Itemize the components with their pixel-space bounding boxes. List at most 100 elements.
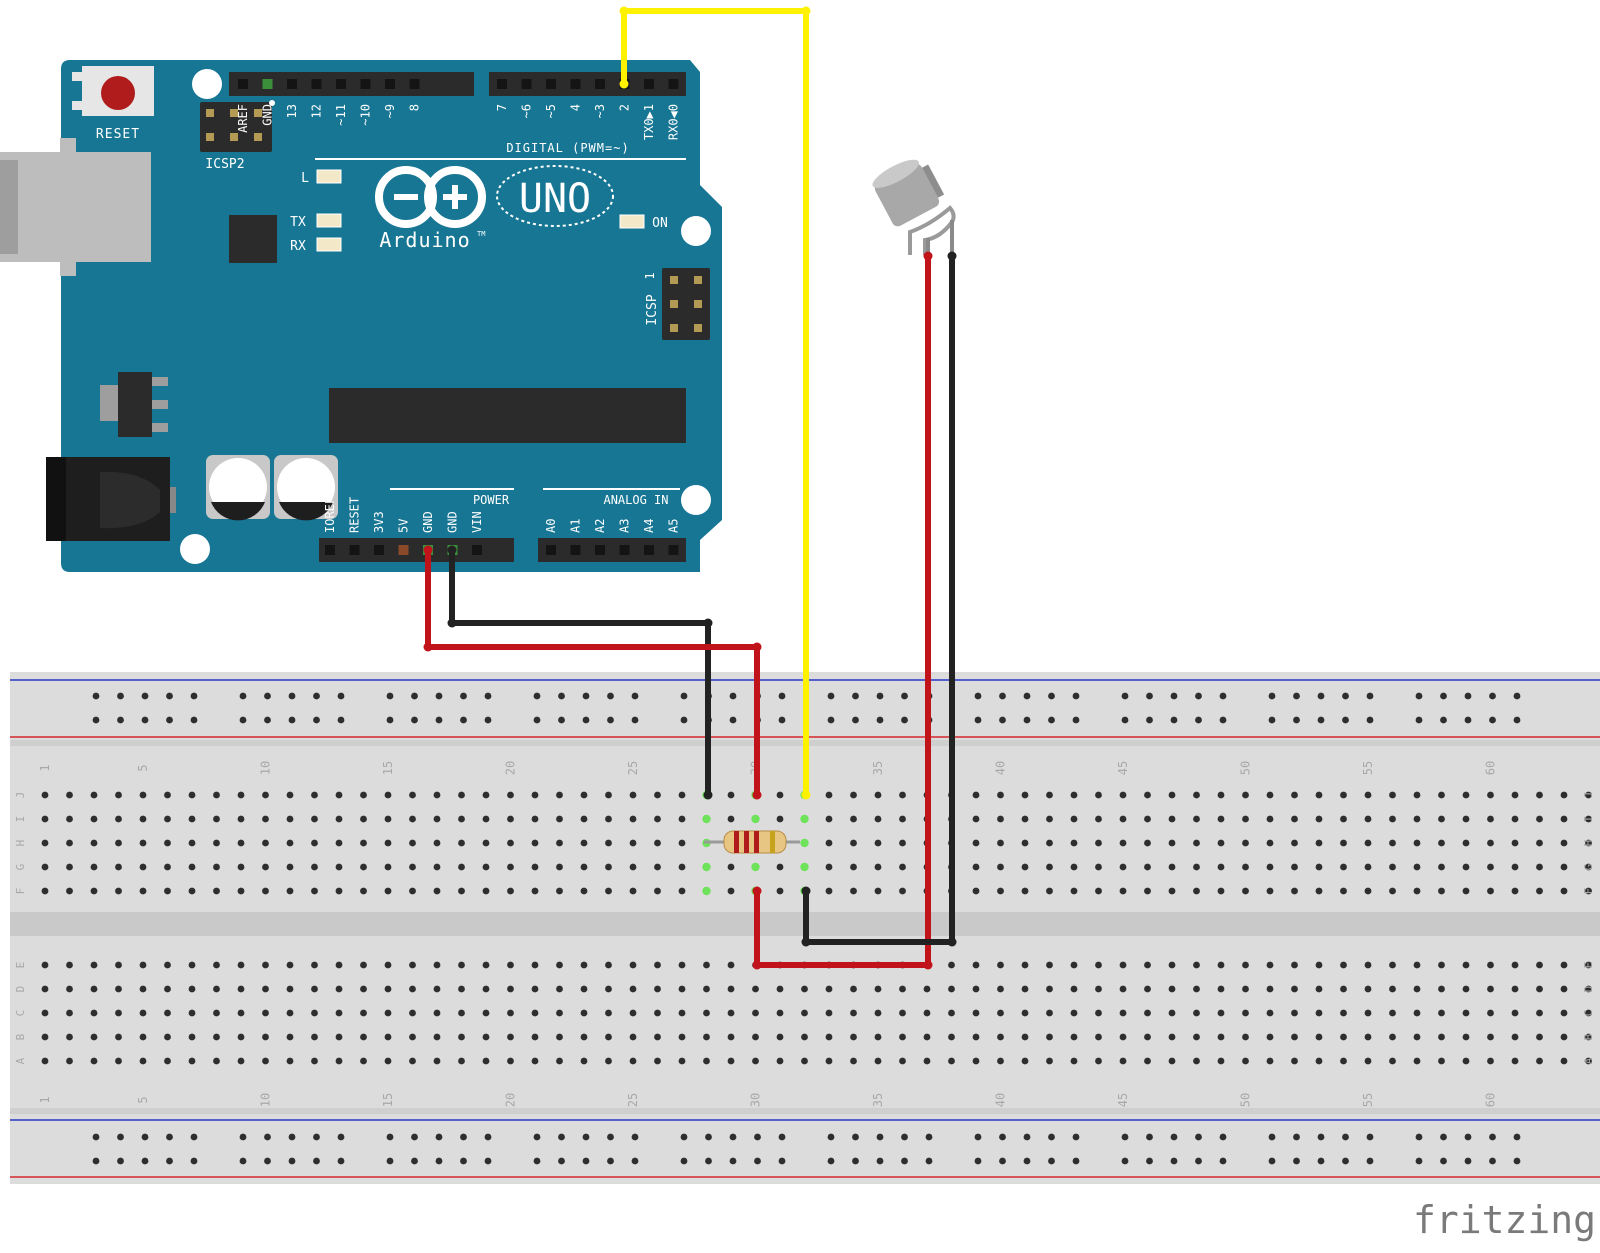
breadboard-hole bbox=[629, 1057, 637, 1065]
breadboard-hole bbox=[1070, 1057, 1078, 1065]
breadboard-hole bbox=[556, 791, 563, 799]
resistor-band bbox=[754, 831, 759, 853]
breadboard-hole bbox=[776, 1057, 784, 1065]
breadboard-hole bbox=[1119, 1009, 1127, 1017]
rail-hole bbox=[1415, 1133, 1423, 1141]
breadboard-hole bbox=[1217, 839, 1225, 847]
breadboard-hole bbox=[923, 985, 931, 993]
header-pin bbox=[238, 79, 248, 89]
rail-hole bbox=[337, 1157, 345, 1165]
breadboard-hole bbox=[1462, 839, 1470, 847]
breadboard-hole bbox=[1462, 1009, 1470, 1017]
breadboard-hole bbox=[1070, 961, 1078, 969]
breadboard-hole bbox=[531, 815, 539, 823]
rail-hole bbox=[1072, 692, 1080, 700]
breadboard-hole bbox=[1119, 839, 1127, 847]
breadboard-hole bbox=[1266, 815, 1274, 823]
rail-hole bbox=[1366, 692, 1374, 700]
breadboard-hole bbox=[1315, 839, 1323, 847]
rail-hole bbox=[754, 1133, 761, 1141]
rail-hole bbox=[1489, 716, 1496, 724]
breadboard-hole bbox=[629, 1033, 637, 1041]
breadboard-hole bbox=[629, 961, 637, 969]
breadboard-hole bbox=[605, 887, 612, 895]
breadboard-hole bbox=[115, 961, 122, 969]
icsp-label: ICSP bbox=[645, 294, 660, 325]
breadboard-hole bbox=[1560, 1057, 1568, 1065]
breadboard-hole bbox=[66, 1057, 73, 1065]
rail-hole bbox=[999, 716, 1006, 724]
breadboard-hole bbox=[1364, 839, 1372, 847]
breadboard-hole bbox=[262, 1057, 269, 1065]
breadboard-hole bbox=[1217, 887, 1225, 895]
breadboard-hole bbox=[997, 863, 1004, 871]
breadboard-hole bbox=[1511, 1033, 1519, 1041]
breadboard-hole bbox=[1585, 863, 1592, 871]
breadboard-hole bbox=[1389, 815, 1396, 823]
breadboard-hole bbox=[188, 887, 196, 895]
analog-section-label: ANALOG IN bbox=[603, 493, 668, 507]
breadboard-hole bbox=[286, 839, 294, 847]
breadboard-hole bbox=[1046, 815, 1053, 823]
breadboard-hole bbox=[164, 1009, 171, 1017]
breadboard-hole bbox=[801, 1033, 808, 1041]
column-number-label: 10 bbox=[259, 1093, 273, 1107]
breadboard-hole bbox=[899, 887, 906, 895]
column-number-label: 5 bbox=[136, 764, 150, 771]
rail-hole bbox=[1170, 1157, 1178, 1165]
breadboard-hole bbox=[825, 839, 833, 847]
breadboard-hole bbox=[531, 961, 539, 969]
breadboard-hole bbox=[188, 791, 196, 799]
rail-hole bbox=[460, 1133, 467, 1141]
breadboard-hole bbox=[1340, 791, 1347, 799]
breadboard-hole bbox=[1168, 791, 1176, 799]
breadboard-hole bbox=[727, 961, 735, 969]
breadboard-hole bbox=[776, 863, 784, 871]
wire-red-5v bbox=[425, 550, 760, 795]
rail-hole bbox=[288, 716, 296, 724]
rail-hole bbox=[435, 692, 443, 700]
breadboard-hole bbox=[703, 985, 710, 993]
breadboard-rail-holes bbox=[92, 692, 1521, 1165]
breadboard-hole bbox=[1291, 887, 1298, 895]
breadboard-hole bbox=[1095, 839, 1102, 847]
breadboard-hole bbox=[1095, 985, 1102, 993]
rail-hole bbox=[92, 1157, 100, 1165]
breadboard-hole bbox=[1119, 863, 1127, 871]
breadboard-hole bbox=[360, 961, 367, 969]
icsp2-pin bbox=[230, 109, 238, 117]
fritzing-watermark: fritzing bbox=[1413, 1198, 1596, 1242]
breadboard-hole bbox=[1021, 1033, 1029, 1041]
header-pin bbox=[336, 79, 346, 89]
breadboard-hole bbox=[1389, 1057, 1396, 1065]
rail-hole bbox=[533, 716, 541, 724]
breadboard-hole bbox=[1070, 791, 1078, 799]
breadboard-hole bbox=[1144, 961, 1151, 969]
rail-hole bbox=[852, 1157, 859, 1165]
pin-label: ~5 bbox=[544, 104, 558, 118]
rail-hole bbox=[141, 1133, 149, 1141]
column-number-label: 30 bbox=[749, 1093, 763, 1107]
breadboard-hole bbox=[629, 815, 637, 823]
breadboard-hole bbox=[41, 887, 49, 895]
breadboard-hole bbox=[1217, 985, 1225, 993]
header-pin bbox=[644, 545, 654, 555]
resistor-band bbox=[770, 831, 775, 853]
rail-hole bbox=[166, 1157, 173, 1165]
breadboard-hole bbox=[90, 839, 98, 847]
rail-hole bbox=[852, 716, 859, 724]
breadboard-hole bbox=[90, 1033, 98, 1041]
rail-hole bbox=[1464, 1133, 1472, 1141]
breadboard-hole bbox=[1217, 1033, 1225, 1041]
reset-button[interactable] bbox=[101, 76, 135, 110]
power-jack-barrel bbox=[100, 471, 160, 529]
rail-hole bbox=[1293, 692, 1300, 700]
breadboard-hole bbox=[1315, 791, 1323, 799]
breadboard-hole bbox=[482, 791, 490, 799]
breadboard-hole bbox=[1021, 1009, 1029, 1017]
rail-hole bbox=[1023, 716, 1031, 724]
breadboard-hole bbox=[1511, 815, 1519, 823]
rail-hole bbox=[607, 1133, 614, 1141]
breadboard-hole bbox=[1413, 961, 1421, 969]
